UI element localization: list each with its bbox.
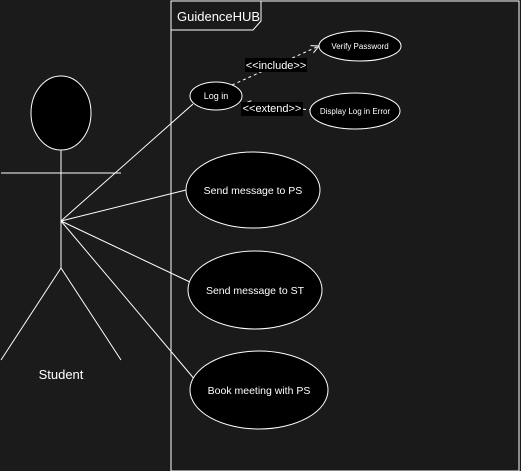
association-msg-ps xyxy=(60,189,187,222)
actor-label: Student xyxy=(39,367,84,382)
association-msg-st xyxy=(60,220,193,284)
use-case-msg-ps-shape xyxy=(185,151,321,229)
use-case-display-error-label: Display Log in Error xyxy=(320,107,391,116)
use-case-book-ps-label: Book meeting with PS xyxy=(208,385,311,397)
use-case-msg-st[interactable]: Send message to ST xyxy=(187,250,323,330)
use-case-login-shape xyxy=(189,81,243,111)
extend-label-bg xyxy=(241,102,303,116)
include-label-bg xyxy=(245,58,307,72)
actor-head xyxy=(30,75,92,151)
use-case-verify-password-label: Verify Password xyxy=(331,42,388,51)
include-arrow xyxy=(231,46,319,86)
use-case-book-ps[interactable]: Book meeting with PS xyxy=(189,350,329,430)
actor-left-leg xyxy=(0,267,62,361)
use-case-book-ps-shape xyxy=(189,350,329,430)
system-title-tab xyxy=(170,0,262,31)
use-case-msg-ps[interactable]: Send message to PS xyxy=(185,151,321,229)
use-case-login[interactable]: Log in xyxy=(189,81,243,111)
use-case-verify-password[interactable]: Verify Password xyxy=(318,30,402,62)
use-case-msg-st-shape xyxy=(187,250,323,330)
use-case-login-label: Log in xyxy=(204,91,229,101)
include-label: <<include>> xyxy=(246,60,307,72)
actor-student[interactable] xyxy=(0,75,122,361)
use-case-msg-ps-label: Send message to PS xyxy=(204,185,303,197)
extend-label: <<extend>> xyxy=(243,103,302,115)
system-title: GuidenceHUB xyxy=(177,9,260,24)
association-book-ps xyxy=(60,220,197,382)
use-case-msg-st-label: Send message to ST xyxy=(206,285,305,297)
actor-right-leg xyxy=(60,267,122,361)
use-case-verify-password-shape xyxy=(318,30,402,62)
association-login xyxy=(60,103,194,222)
use-case-display-error[interactable]: Display Log in Error xyxy=(309,92,401,130)
use-case-display-error-shape xyxy=(309,92,401,130)
